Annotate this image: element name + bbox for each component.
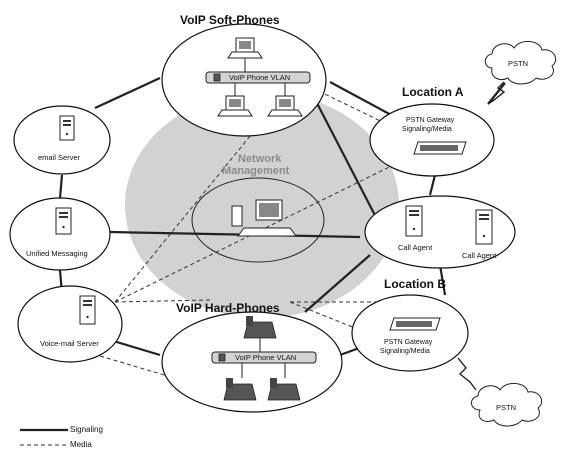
vlan-label-bottom: VoIP Phone VLAN [235,353,296,362]
server-tower-icon [59,115,75,141]
laptop-icon [217,95,253,117]
desk-phone-icon [243,316,277,339]
location-a-label: Location A [402,85,464,99]
legend: Signaling Media [20,425,103,449]
location-a-gateway-node: Location A PSTN Gateway Signaling/Media [369,85,495,177]
pstn-bottom-label: PSTN [496,403,516,412]
gateway-b-label-1: PSTN Gateway [384,339,433,346]
voicemail-server-node: Voice-mail Server [17,285,123,363]
server-tower-icon [405,205,423,237]
gateway-router-icon [413,141,467,155]
voicemail-server-label: Voice-mail Server [40,339,99,348]
network-management-label-2: Management [222,165,290,177]
email-server-node: email Server [13,105,111,175]
softphones-title: VoIP Soft-Phones [180,13,280,27]
call-agent-label-2: Call Agent [462,251,497,260]
server-tower-icon [79,295,96,325]
server-tower-icon [55,207,72,235]
network-management-node: Network Management [191,153,325,263]
pstn-top-label: PSTN [508,59,528,68]
legend-signaling-label: Signaling [70,425,103,434]
gateway-a-label-1: PSTN Gateway [406,117,455,124]
unified-messaging-label: Unified Messaging [26,249,88,258]
legend-media-label: Media [70,440,92,449]
gateway-router-icon [389,317,441,331]
vlan-label-top: VoIP Phone VLAN [229,73,290,82]
laptop-icon [227,37,263,59]
workstation-icon [231,199,297,237]
desk-phone-icon [223,378,257,401]
vlan-bar-top [205,71,311,84]
desk-phone-icon [267,378,301,401]
location-b-gateway-node: Location B PSTN Gateway Signaling/Media [351,277,469,372]
location-b-label: Location B [384,277,446,291]
signaling-links [58,77,506,357]
gateway-b-label-2: Signaling/Media [380,348,430,355]
email-server-label: email Server [38,153,81,162]
laptop-icon [267,95,303,117]
call-agent-label-1: Call Agent [398,243,433,252]
hardphones-node: VoIP Hard-Phones VoIP Phone VLAN [161,301,343,413]
server-tower-icon [475,209,493,245]
pstn-cloud-top: PSTN [484,41,557,105]
softphones-node: VoIP Soft-Phones VoIP Phone VLAN [161,13,327,137]
pstn-cloud-bottom: PSTN [457,357,543,427]
network-management-label-1: Network [238,153,282,165]
switch-port-icon [213,73,221,82]
network-management-ring [191,177,325,263]
unified-messaging-node: Unified Messaging [9,197,111,271]
switch-port-icon [218,353,226,362]
call-agent-node: Call Agent Call Agent [364,195,516,269]
gateway-a-label-2: Signaling/Media [402,126,452,133]
vlan-bar-bottom [211,351,317,364]
